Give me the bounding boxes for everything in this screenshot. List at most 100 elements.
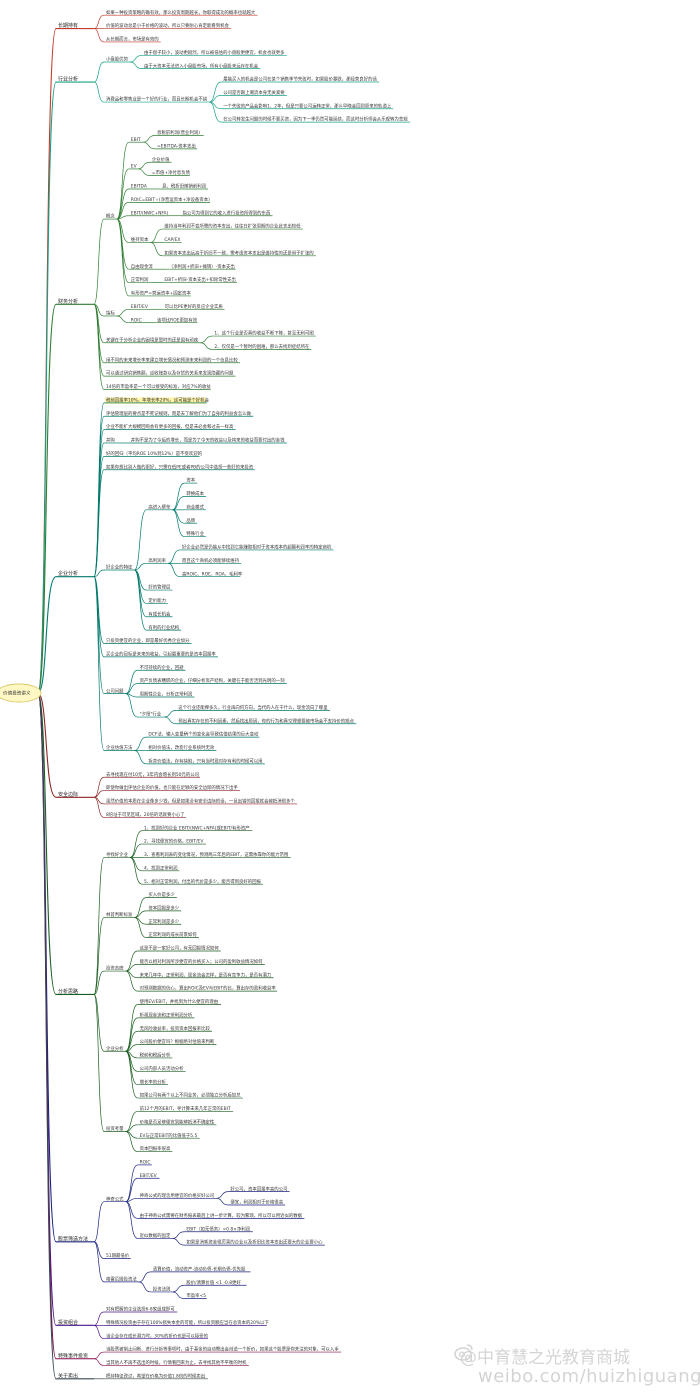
leaf-node[interactable]: 不可持续的企业，回避 (137, 664, 186, 671)
leaf-node[interactable]: 企业价值 (149, 156, 172, 163)
leaf-node[interactable]: 当其他人不再不选出的时候，行情看回来为止。去寻找其他不平衡的时机 (104, 1359, 249, 1366)
leaf-node[interactable]: 虽然价值的本质在企业像多少钱，但是如果没有安全边际的话，一旦出错的回报就会被抵消… (104, 798, 298, 805)
topic-node[interactable]: ROIC (128, 317, 144, 323)
leaf-node[interactable]: 买入价是多少 (146, 891, 177, 898)
leaf-node[interactable]: 未来几年中，正常利润、现金流会怎样，是否有竞争力，是否有潜力 (137, 971, 274, 978)
leaf-node[interactable]: 1、找到好的企业 EBIT/(NWC+NFA)或EBIT/有形资产 (142, 824, 253, 831)
leaf-node[interactable]: 这是不是一家好公司，有无回报情况如何 (137, 945, 221, 952)
leaf-node[interactable]: 品牌 (184, 517, 198, 524)
leaf-node[interactable]: 资本回报率很高 (137, 1145, 173, 1152)
leaf-node[interactable]: 对预测数据的信心，算出ROIC及EV与EBIT的比，算出存的盈利收益率 (137, 985, 278, 992)
topic-node[interactable]: EBIT/EV (128, 304, 151, 310)
leaf-node[interactable]: 资本 (184, 477, 198, 484)
leaf-node[interactable]: 资本回报是多少 (146, 905, 182, 912)
leaf-node[interactable]: 8倍址于可见区域，20倍的话就要小心了 (104, 811, 187, 818)
branch-node[interactable]: 财务分析 (56, 298, 94, 305)
leaf-node[interactable]: 好的管理层 (146, 584, 173, 591)
leaf-node[interactable]: 特殊行业 (184, 530, 206, 537)
leaf-node[interactable]: EBIT（如无债务）≈0.8×净利润 (184, 1225, 253, 1232)
leaf-node[interactable]: 有利的行业结构 (146, 624, 182, 631)
leaf-node[interactable]: 相对价值法，改变行业系统时无效 (146, 744, 217, 751)
branch-node[interactable]: 投资组合 (56, 1319, 94, 1326)
leaf-node[interactable]: 价格是否足够便宜到能够抵消不确定性 (137, 1118, 217, 1125)
leaf-node[interactable]: 正常利润是多少 (146, 918, 182, 925)
topic-node[interactable]: 好企业的特征 (104, 564, 135, 571)
topic-node[interactable]: EBITDA (128, 184, 149, 190)
leaf-node[interactable]: 1、这个行业是否真的收益不断下降，甚至无利可图 (212, 330, 316, 337)
topic-node[interactable]: "夕阳"行业 (137, 711, 165, 718)
leaf-node[interactable]: =市值+净付息负债 (149, 169, 191, 176)
leaf-node[interactable]: 51期最低价 (104, 1252, 131, 1259)
leaf-node[interactable]: 维持当年利润不变所需的资本支出，往往在扩张周期的企业此支出较低 (162, 223, 303, 230)
topic-node[interactable]: 投资考量 (104, 1125, 126, 1132)
topic-node[interactable]: 正常利润 (128, 276, 151, 283)
leaf-node[interactable]: 由于盘子较小，波动更剧烈，所以被低估的小盘股更便宜，机会也就更多 (142, 49, 287, 56)
leaf-node[interactable]: （净利润+折旧+摊销）-资本支出 (166, 263, 236, 270)
branch-node[interactable]: 股票筛选方法 (56, 1235, 94, 1243)
leaf-node[interactable]: 可以通过研究销售额，应收账款以及存货的关系来发现隐藏的问题 (104, 370, 236, 377)
branch-node[interactable]: 安全边际 (56, 791, 94, 798)
leaf-node[interactable]: 5、相对正常利润，付出的代价是多少，能否得到良好的回报 (142, 878, 263, 885)
leaf-node[interactable]: EV与正常EBIT的比值低于5.5 (137, 1132, 200, 1139)
leaf-node[interactable]: 当企业存在成长潜力时，30%的折价也是可以接受的 (104, 1332, 209, 1339)
leaf-node[interactable]: 2、寻找便宜的价格，EBIT/EV (142, 838, 207, 845)
leaf-node[interactable]: 周期性企业，分析正常利润 (137, 691, 195, 698)
leaf-node[interactable]: 有形资产=营运资本+固定资本 (128, 290, 192, 297)
branch-node[interactable]: 长期持有 (56, 22, 94, 30)
leaf-node[interactable]: 可以比PE更好的反应企业实质 (162, 303, 225, 310)
topic-node[interactable]: 神奇公式的理念用便宜的价格买好公司 (137, 1192, 217, 1199)
topic-node[interactable]: 消费品和零售业是一个好的行业，而且长期机会不错 (104, 96, 210, 103)
leaf-node[interactable]: 无风险收益率，投资资本回报率比较 (137, 1025, 212, 1032)
topic-node[interactable]: 企业分析 (104, 1045, 126, 1052)
leaf-node[interactable]: 好企业必然是仍能从中找到它能赚取相对于资本成本的超额利润率的特定商机 (180, 544, 334, 551)
leaf-node[interactable]: 一个失败的产品会影响1、2年，但是只要公司运转正常，那么早晚会回到原来的轨道上 (221, 102, 394, 109)
leaf-node[interactable]: 高ROIC、ROE、ROA、毛利率 (180, 570, 243, 577)
leaf-node[interactable]: 3、查看利润表的变化情况，预测两三年后的EBIT，这需依靠你的能力范围 (142, 851, 291, 858)
topic-node[interactable]: 近似数据的固定 (137, 1232, 173, 1239)
leaf-node[interactable]: EBIT+折旧-资本支出+扣除常性支出 (162, 276, 238, 283)
topic-node[interactable]: 投资态度 (104, 965, 126, 972)
leaf-node[interactable]: CAP/EX (162, 237, 182, 243)
topic-node[interactable]: EV (128, 164, 138, 170)
topic-node[interactable]: 小盘股优势 (104, 56, 130, 63)
topic-node[interactable]: 公司问题 (104, 687, 126, 694)
branch-node[interactable]: 特殊事件投资 (56, 1352, 94, 1360)
leaf-node[interactable]: 4、找到正常利润 (142, 864, 180, 871)
topic-node[interactable]: 投资法则 (150, 1286, 173, 1293)
leaf-node[interactable]: 去寻找现在付10元，3年内会增长到50元的公司 (104, 771, 200, 778)
leaf-node[interactable]: 好的回归（平均ROE 10%到12%）是不受欢迎的 (104, 450, 203, 457)
leaf-node[interactable]: 而且这个商机必须能够续维持 (180, 557, 242, 564)
leaf-node[interactable]: 在公司转发生问题的时候不要买进，因为下一季仍然可能延续，而这时分析师会从乐观转为… (221, 116, 410, 123)
leaf-node[interactable]: 税前回报率10%，年增长率20%，这可能是个好机会 (104, 396, 210, 404)
leaf-node[interactable]: 资产负债表糟糕的企业，仔细分析资产结构，关键在于能否活到光明的一刻 (137, 677, 287, 684)
leaf-node[interactable]: 当股票被制止间断、进行分拆等事项时，由于基金的自动需出会创造一个折价，如果这个股… (104, 1346, 342, 1353)
leaf-node[interactable]: 增长率的分析 (137, 1078, 168, 1085)
leaf-node[interactable]: 指公司为得到它的收入进行投资所得到的东西 (180, 209, 273, 216)
leaf-node[interactable]: 公司内部人员活动分析 (137, 1065, 186, 1072)
root-node[interactable]: 价值投资讲义 (0, 683, 42, 703)
topic-node[interactable]: 概念 (104, 213, 117, 220)
leaf-node[interactable]: 预出真实存在的不利因素，然后找出原因，你的行为和真空理想要被市场会不支持价的观点 (176, 717, 357, 724)
leaf-node[interactable]: 对有把握的企业选择6-8家组成即可 (104, 1306, 178, 1313)
leaf-node[interactable]: ROIC=EBIT÷(净营运资本+净设备资本) (128, 196, 210, 203)
topic-node[interactable]: 并购 (104, 437, 117, 444)
leaf-node[interactable]: 公司股价便宜吗？根据绝对估值来判断 (137, 1038, 217, 1045)
leaf-node[interactable]: 特殊情况投资由于存在100%损失本金的可能，所以投资额应当在总资本的20%以下 (104, 1319, 269, 1326)
topic-node[interactable]: 高进入壁垒 (146, 503, 173, 510)
topic-node[interactable]: 自由现金流 (128, 263, 155, 270)
leaf-node[interactable]: 价值的波动总是小于价格的波动，所以只要耐心肯定能看到机会 (104, 22, 232, 29)
leaf-node[interactable]: 市盈率<5 (184, 1292, 207, 1299)
branch-node[interactable]: 分析思路 (56, 988, 94, 996)
topic-node[interactable]: 格雷厄姆投资法 (104, 1275, 139, 1282)
topic-node[interactable]: 林首判断标准 (104, 911, 135, 918)
leaf-node[interactable]: 使用EV/EBIT，并找到为什么便宜的理由 (137, 998, 222, 1005)
leaf-node[interactable]: 由于大资本无法进入小盘股市场，所有小盘股未远存在机会 (142, 62, 261, 69)
leaf-node[interactable]: 从长期而言，市场是有效的 (104, 36, 161, 43)
leaf-node[interactable]: 并购不是为了今后的增长，而是为了今天的收益以及将来的收益而要付出的金钱 (128, 437, 287, 444)
leaf-node[interactable]: 评估管理层的要点是不死记规则，而是去了解他们为了自身的利益会怎么做 (104, 410, 254, 417)
topic-node[interactable]: 高利润率 (146, 557, 168, 564)
leaf-node[interactable]: 该项比ROE更加有效 (155, 316, 198, 323)
leaf-node[interactable]: 拆卖价值法，存有缺陷，只有当时现对存有利的时候可以用 (146, 757, 265, 764)
leaf-node[interactable]: 14倍的市盈率是一个可以接受的标准，对应7%的收益 (104, 383, 211, 390)
leaf-node[interactable]: 即使你做出评估企业的价值，也只能在足够的安全边际的情况下出手 (104, 784, 240, 791)
